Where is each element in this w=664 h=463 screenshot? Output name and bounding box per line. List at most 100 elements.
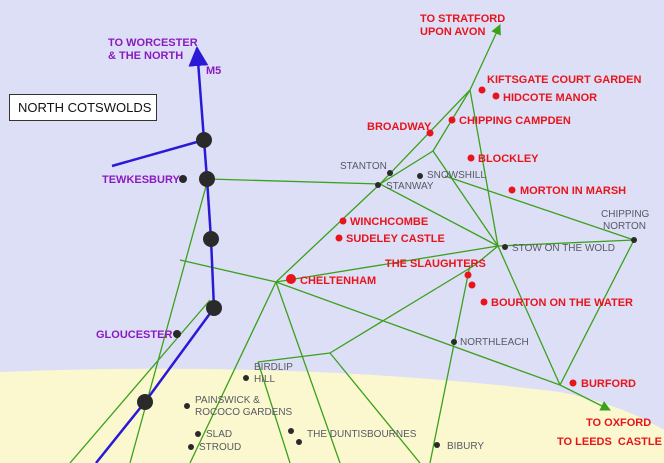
marker-hidcote <box>492 92 500 100</box>
marker-cheltenham <box>286 274 296 284</box>
label-chipping: CHIPPING <box>601 209 650 220</box>
road <box>497 239 635 247</box>
label-winchcombe: WINCHCOMBE <box>350 216 428 228</box>
marker-stroud <box>188 444 194 450</box>
marker-northleach <box>451 339 457 345</box>
road <box>179 259 277 283</box>
label-norton: NORTON <box>603 221 646 232</box>
marker-blockley <box>467 154 475 162</box>
label-burford: BURFORD <box>581 378 636 390</box>
label-morton: MORTON IN MARSH <box>520 185 626 197</box>
marker-duntisbournes-2 <box>296 439 302 445</box>
motorway-spur <box>111 138 205 168</box>
road-to-stratford <box>469 24 501 91</box>
marker-morton <box>508 186 516 194</box>
marker-winchcombe <box>339 217 347 225</box>
label-m5: M5 <box>206 65 221 77</box>
road <box>379 89 471 185</box>
marker-gloucester <box>173 330 181 338</box>
marker-chipping-campden <box>448 116 456 124</box>
road <box>189 281 277 463</box>
marker-stanton <box>387 170 393 176</box>
label-bibury: BIBURY <box>447 441 484 452</box>
road <box>432 150 499 247</box>
label-chipping-campden: CHIPPING CAMPDEN <box>459 115 571 127</box>
label-slaughters: THE SLAUGHTERS <box>385 258 486 270</box>
road <box>275 281 341 463</box>
road <box>275 281 561 386</box>
label-northleach: NORTHLEACH <box>460 337 529 348</box>
road <box>469 89 499 247</box>
attraction-markers <box>286 86 577 387</box>
village-markers <box>173 170 637 450</box>
label-the-north: & THE NORTH <box>108 50 183 62</box>
label-broadway: BROADWAY <box>367 121 432 133</box>
marker-painswick <box>184 403 190 409</box>
label-bourton: BOURTON ON THE WATER <box>491 297 633 309</box>
marker-tewkesbury <box>179 175 187 183</box>
map-title: NORTH COTSWOLDS <box>9 94 157 121</box>
motorway-junctions <box>137 132 222 410</box>
road <box>559 239 635 386</box>
marker-bibury <box>434 442 440 448</box>
label-blockley: BLOCKLEY <box>478 153 539 165</box>
marker-duntisbournes <box>288 428 294 434</box>
marker-bourton <box>480 298 488 306</box>
marker-broadway <box>426 129 434 137</box>
junction <box>196 132 212 148</box>
label-to-oxford: TO OXFORD <box>586 417 651 429</box>
label-stanton: STANTON <box>340 161 387 172</box>
marker-slaughters-lower <box>468 281 476 289</box>
road-to-oxford <box>559 384 611 411</box>
label-snowshill: SNOWSHILL <box>427 170 486 181</box>
label-rococo-gardens: ROCOCO GARDENS <box>195 407 293 418</box>
marker-kiftsgate <box>478 86 486 94</box>
marker-chipping-norton <box>631 237 637 243</box>
label-sudeley: SUDELEY CASTLE <box>346 233 445 245</box>
road <box>329 352 421 463</box>
label-hill: HILL <box>254 374 276 385</box>
label-to-worcester: TO WORCESTER <box>108 37 198 49</box>
label-gloucester: GLOUCESTER <box>96 329 172 341</box>
road <box>275 183 381 283</box>
road <box>207 178 381 185</box>
label-cheltenham: CHELTENHAM <box>300 275 376 287</box>
road <box>497 245 561 386</box>
label-stanway: STANWAY <box>386 181 434 192</box>
junction <box>203 231 219 247</box>
junction <box>199 171 215 187</box>
road <box>171 178 209 311</box>
label-tewkesbury: TEWKESBURY <box>102 174 180 186</box>
label-stow: STOW ON THE WOLD <box>512 243 615 254</box>
marker-slad <box>195 431 201 437</box>
label-birdlip: BIRDLIP <box>254 362 293 373</box>
label-slad: SLAD <box>206 429 232 440</box>
road <box>379 150 434 185</box>
road <box>257 361 291 463</box>
label-stroud: STROUD <box>199 442 241 453</box>
label-kiftsgate: KIFTSGATE COURT GARDEN <box>487 74 641 86</box>
road <box>275 245 499 283</box>
road <box>379 183 499 247</box>
road <box>329 264 476 354</box>
marker-stanway <box>375 182 381 188</box>
label-duntisbournes: THE DUNTISBOURNES <box>307 429 417 440</box>
label-to-leeds-castle: TO LEEDS CASTLE <box>557 436 662 448</box>
road-network <box>69 24 635 463</box>
label-hidcote: HIDCOTE MANOR <box>503 92 597 104</box>
road <box>69 299 211 463</box>
marker-slaughters-upper <box>464 271 472 279</box>
road <box>474 245 499 266</box>
road <box>429 264 471 463</box>
marker-sudeley <box>335 234 343 242</box>
label-upon-avon: UPON AVON <box>420 26 485 38</box>
junction <box>206 300 222 316</box>
road <box>444 175 635 241</box>
marker-stow <box>502 244 508 250</box>
road <box>257 352 331 363</box>
marker-burford <box>569 379 577 387</box>
marker-snowshill <box>417 173 423 179</box>
marker-birdlip <box>243 375 249 381</box>
